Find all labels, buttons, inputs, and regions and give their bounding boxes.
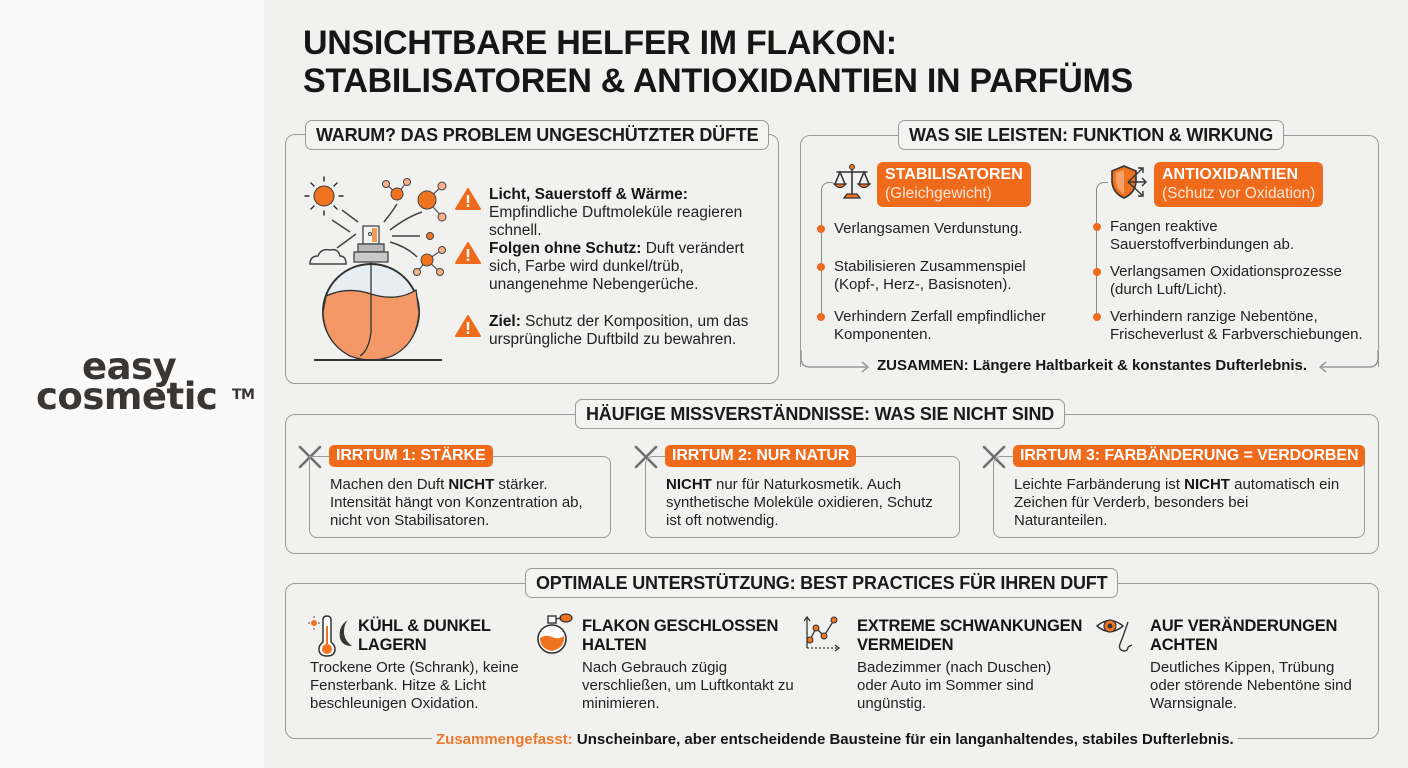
antioxidantien-bullet-3: Verhindern ranzige Nebentöne, Frischever… (1093, 308, 1375, 344)
problem-item-2: Folgen ohne Schutz: Duft verändert sich,… (455, 240, 775, 294)
practice-2-title: FLAKON GESCHLOSSEN HALTEN (582, 617, 779, 654)
brand-sidebar: easy cosmetic TM (0, 0, 264, 768)
eye-nose-icon (1096, 619, 1133, 652)
title-line-1: UNSICHTBARE HELFER IM FLAKON: (303, 24, 897, 62)
practice-3-title: EXTREME SCHWANKUNGEN VERMEIDEN (857, 617, 1083, 654)
practice-3-text: Badezimmer (nach Duschen) oder Auto im S… (857, 659, 1052, 712)
summary-label: Zusammengefasst: (436, 731, 573, 748)
warning-icon (455, 242, 481, 264)
antioxidantien-connector (1096, 182, 1108, 320)
easy-cosmetic-logo: easy cosmetic TM (36, 345, 255, 418)
function-summary: ZUSAMMEN: Längere Haltbarkeit & konstant… (877, 357, 1308, 374)
antioxidantien-bullet-1: Fangen reaktive Sauerstoffverbindungen a… (1093, 218, 1370, 254)
practice-1-title: KÜHL & DUNKEL LAGERN (358, 617, 491, 654)
practice-1-text: Trockene Orte (Schrank), keine Fensterba… (310, 659, 519, 712)
myth-3-text: Leichte Farbänderung ist NICHT automatis… (1014, 476, 1340, 529)
function-panel-connector (800, 350, 1379, 373)
thermometer-moon-icon (308, 615, 352, 657)
perfume-bottle-icon (537, 613, 573, 654)
trademark: TM (232, 387, 255, 403)
myth-2-text: NICHT nur für Naturkosmetik. Auch synthe… (666, 476, 933, 529)
problem-item-1: Licht, Sauerstoff & Wärme: Empfindliche … (455, 186, 775, 240)
warning-icon (455, 315, 481, 337)
logo-line-1: easy (82, 345, 177, 388)
practices-heading: OPTIMALE UNTERSTÜTZUNG: BEST PRACTICES F… (525, 568, 1119, 598)
stabilisatoren-bullet-2: Stabilisieren Zusammenspiel (Kopf-, Herz… (817, 258, 1074, 294)
stabilisatoren-connector (821, 182, 833, 320)
title-line-2: STABILISATOREN & ANTIOXIDANTIEN IN PARFÜ… (303, 62, 1133, 100)
stabilisatoren-bullet-1: Verlangsamen Verdunstung. (817, 220, 1074, 238)
balance-scale-icon (832, 164, 872, 199)
fluctuation-chart-icon (804, 615, 841, 652)
perfume-bottle-with-sun-molecules-icon (304, 176, 447, 361)
stabilisatoren-badge: STABILISATOREN (Gleichgewicht) (877, 162, 1031, 207)
myth-1-badge: IRRTUM 1: STÄRKE (329, 445, 493, 467)
shield-deflect-icon (1111, 165, 1147, 199)
page-title: UNSICHTBARE HELFER IM FLAKON: STABILISAT… (303, 24, 1133, 100)
myths-heading: HÄUFIGE MISSVERSTÄNDNISSE: WAS SIE NICHT… (575, 399, 1066, 429)
summary-text: Unscheinbare, aber entscheidende Baustei… (572, 731, 1234, 748)
final-summary: Zusammengefasst: Unscheinbare, aber ents… (432, 731, 1238, 748)
myth-1-text: Machen den Duft NICHT stärker. Intensitä… (330, 476, 583, 529)
stabilisatoren-bullet-3: Verhindern Zerfall empfindlicher Kompone… (817, 308, 1074, 344)
problem-heading: WARUM? DAS PROBLEM UNGESCHÜTZTER DÜFTE (305, 120, 770, 150)
antioxidantien-bullet-2: Verlangsamen Oxidationsprozesse (durch L… (1093, 263, 1370, 299)
function-heading: WAS SIE LEISTEN: FUNKTION & WIRKUNG (898, 120, 1284, 150)
problem-item-3: Ziel: Schutz der Komposition, um das urs… (455, 313, 775, 349)
myth-2-badge: IRRTUM 2: NUR NATUR (665, 445, 857, 467)
logo-line-2: cosmetic (36, 375, 218, 418)
antioxidantien-badge: ANTIOXIDANTIEN (Schutz vor Oxidation) (1154, 162, 1324, 207)
practice-4-text: Deutliches Kippen, Trübung oder störende… (1150, 659, 1352, 712)
practice-2-text: Nach Gebrauch zügig verschließen, um Luf… (582, 659, 794, 712)
myth-3-badge: IRRTUM 3: FARBÄNDERUNG = VERDORBEN (1013, 445, 1366, 467)
practice-4-title: AUF VERÄNDERUNGEN ACHTEN (1150, 617, 1338, 654)
warning-icon (455, 188, 481, 210)
